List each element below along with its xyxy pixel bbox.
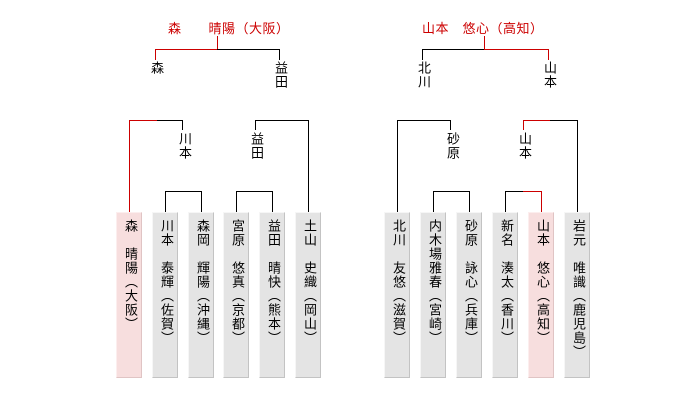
winner-path-line bbox=[129, 120, 130, 212]
player-name: 北川 友悠（滋賀） bbox=[390, 219, 405, 345]
winner-path-line bbox=[155, 49, 156, 60]
left-semifinal-winner-label-2: 益田 bbox=[272, 61, 287, 89]
player-name: 川本 泰輝（佐賀） bbox=[158, 219, 173, 345]
winner-path-line bbox=[541, 191, 542, 212]
player-box-iwamoto: 岩元 唯識（鹿児島） bbox=[564, 212, 590, 378]
winner-path-line bbox=[129, 120, 157, 121]
player-name: 森 晴陽（大阪） bbox=[122, 219, 137, 331]
player-box-tsuchiyama: 土山 史織（岡山） bbox=[295, 212, 321, 378]
right-round1-winner-label-2: 山本 bbox=[516, 132, 531, 160]
player-name: 山本 悠心（高知） bbox=[534, 219, 549, 345]
player-box-yamamoto-yushin: 山本 悠心（高知） bbox=[528, 212, 554, 378]
player-name: 土山 史織（岡山） bbox=[301, 219, 316, 345]
bracket-line bbox=[550, 120, 577, 121]
player-box-uchikoba: 内木場雅春（宮崎） bbox=[420, 212, 446, 378]
bracket-line bbox=[433, 191, 434, 212]
player-name: 益田 晴快（熊本） bbox=[265, 219, 280, 345]
player-box-sunahara: 砂原 詠心（兵庫） bbox=[456, 212, 482, 378]
bracket-line bbox=[422, 49, 423, 60]
bracket-line bbox=[272, 191, 273, 212]
bracket-line bbox=[255, 120, 308, 121]
right-champion-title: 山本 悠心（高知） bbox=[422, 22, 544, 37]
bracket-line bbox=[279, 49, 280, 60]
winner-path-line bbox=[523, 120, 550, 121]
player-name: 宮原 悠真（京都） bbox=[229, 219, 244, 345]
right-semifinal-winner-label-2: 山本 bbox=[541, 61, 556, 89]
bracket-line bbox=[165, 191, 166, 212]
player-box-masuda: 益田 晴快（熊本） bbox=[259, 212, 285, 378]
left-round1-winner-label-2: 益田 bbox=[248, 132, 263, 160]
player-name: 内木場雅春（宮崎） bbox=[426, 219, 441, 345]
left-round1-winner-label-1: 川本 bbox=[176, 132, 191, 160]
player-box-morioka: 森岡 輝陽（沖縄） bbox=[188, 212, 214, 378]
winner-path-line bbox=[217, 36, 218, 49]
player-box-kawamoto: 川本 泰輝（佐賀） bbox=[152, 212, 178, 378]
player-box-miyahara: 宮原 悠真（京都） bbox=[223, 212, 249, 378]
player-box-niina: 新名 湊太（香川） bbox=[492, 212, 518, 378]
bracket-line bbox=[433, 191, 469, 192]
bracket-line bbox=[157, 120, 183, 121]
bracket-line bbox=[236, 191, 272, 192]
player-name: 新名 湊太（香川） bbox=[498, 219, 513, 345]
bracket-line bbox=[450, 120, 451, 130]
player-name: 砂原 詠心（兵庫） bbox=[462, 219, 477, 345]
bracket-line bbox=[505, 191, 506, 212]
bracket-line bbox=[165, 191, 201, 192]
bracket-line bbox=[397, 120, 398, 212]
player-box-kitagawa: 北川 友悠（滋賀） bbox=[384, 212, 410, 378]
bracket-line bbox=[255, 120, 256, 130]
bracket-line bbox=[577, 120, 578, 212]
bracket-line bbox=[308, 120, 309, 212]
winner-path-line bbox=[155, 49, 217, 50]
bracket-line bbox=[469, 191, 470, 212]
bracket-line bbox=[397, 120, 450, 121]
winner-path-line bbox=[523, 120, 524, 130]
bracket-line bbox=[201, 191, 202, 212]
left-semifinal-winner-label-1: 森 bbox=[148, 61, 163, 75]
winner-path-line bbox=[548, 49, 549, 60]
bracket-line bbox=[505, 191, 523, 192]
winner-path-line bbox=[484, 49, 548, 50]
bracket-line bbox=[217, 49, 280, 50]
winner-path-line bbox=[484, 36, 485, 49]
bracket-line bbox=[236, 191, 237, 212]
left-champion-title: 森 晴陽（大阪） bbox=[168, 22, 290, 37]
player-box-mori-haruhi: 森 晴陽（大阪） bbox=[116, 212, 142, 378]
player-name: 森岡 輝陽（沖縄） bbox=[194, 219, 209, 345]
right-round1-winner-label-1: 砂原 bbox=[444, 132, 459, 160]
bracket-line bbox=[422, 49, 484, 50]
right-semifinal-winner-label-1: 北川 bbox=[415, 61, 430, 89]
winner-path-line bbox=[523, 191, 541, 192]
bracket-line bbox=[182, 120, 183, 130]
player-name: 岩元 唯識（鹿児島） bbox=[570, 219, 585, 359]
